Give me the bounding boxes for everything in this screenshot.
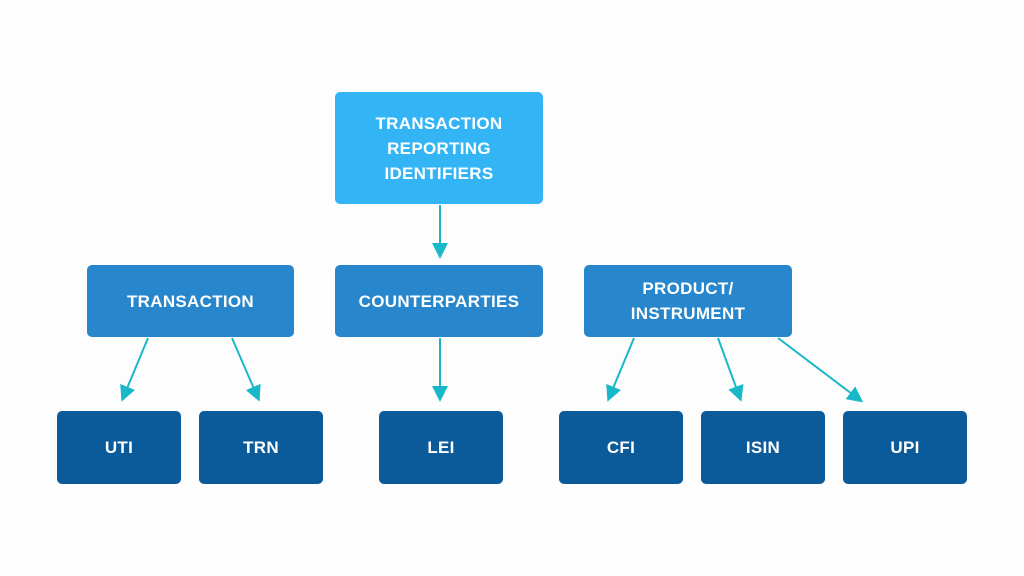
leaf-node-lei: LEI — [379, 411, 503, 484]
leaf-node-uti: UTI — [57, 411, 181, 484]
arrow-transaction-to-uti — [120, 337, 149, 402]
category-node-transaction: TRANSACTION — [87, 265, 294, 337]
leaf-node-cfi: CFI — [559, 411, 683, 484]
arrow-transaction-to-trn — [231, 337, 261, 402]
leaf-node-upi: UPI — [843, 411, 967, 484]
category-node-counterparties: COUNTERPARTIES — [335, 265, 543, 337]
leaf-node-trn: TRN — [199, 411, 323, 484]
arrow-product-to-cfi — [606, 337, 635, 402]
root-node-transaction-reporting-identifiers: TRANSACTION REPORTING IDENTIFIERS — [335, 92, 543, 204]
leaf-node-isin: ISIN — [701, 411, 825, 484]
arrow-product-to-upi — [777, 337, 864, 403]
category-node-product-instrument: PRODUCT/ INSTRUMENT — [584, 265, 792, 337]
arrow-product-to-isin — [717, 337, 744, 402]
